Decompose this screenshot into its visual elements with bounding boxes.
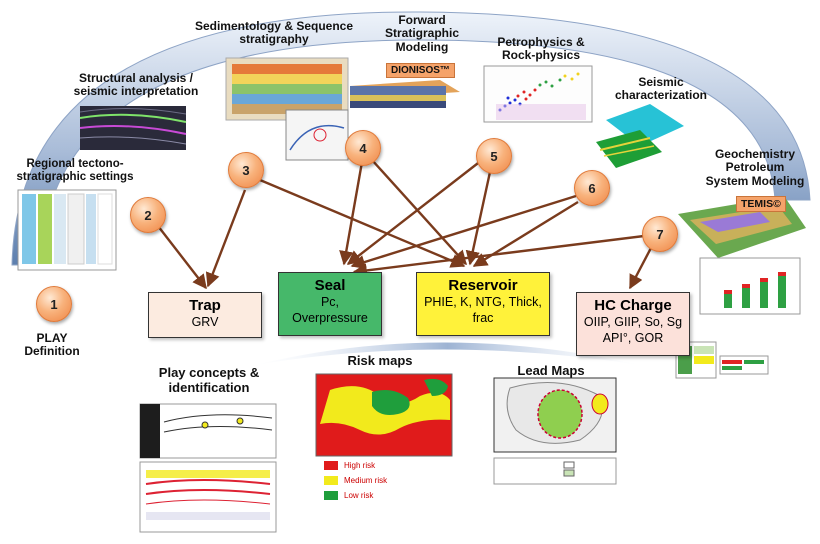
label-regional: Regional tectono-stratigraphic settings: [16, 158, 134, 183]
reservoir-title: Reservoir: [448, 277, 518, 294]
relation-arrows: [157, 159, 654, 290]
step-circle-6: 6: [574, 170, 610, 206]
trap-title: Trap: [189, 297, 221, 314]
label-play-concepts: Play concepts &identification: [158, 365, 260, 395]
step-circle-3: 3: [228, 152, 264, 188]
hc-charge-sub-2: API°, GOR: [602, 331, 664, 346]
temis-tag: TEMIS©: [736, 196, 786, 212]
label-lead-maps: Lead Maps: [517, 363, 585, 378]
bottom-arc-band: [255, 342, 640, 365]
label-structural: Structural analysis /seismic interpretat…: [73, 71, 199, 99]
risk-legend-low: Low risk: [324, 491, 373, 500]
arrow-5-seal: [346, 159, 483, 265]
arrow-3-trap: [205, 189, 247, 288]
dionisos-tag: DIONISOS™: [386, 63, 455, 78]
label-petrophysics: Petrophysics &Rock-physics: [497, 35, 585, 63]
forward-model-image: [350, 80, 460, 108]
hc-charge-title: HC Charge: [594, 297, 672, 314]
risk-map-image: [315, 373, 453, 457]
seismic-characterization-image: [596, 104, 684, 168]
arrow-4-reservoir: [371, 159, 467, 266]
seal-sub-1: Pc,: [320, 295, 340, 309]
step-circle-4: 4: [345, 130, 381, 166]
sedimentology-image: [225, 57, 349, 161]
hc-volume-bar-chart: [699, 257, 801, 315]
reservoir-box: Reservoir PHIE, K, NTG, Thick, frac: [416, 272, 550, 336]
risk-legend-medium: Medium risk: [324, 476, 387, 485]
arrow-6-seal: [350, 194, 577, 270]
hc-charge-sub-1: OIIP, GIIP, So, Sg: [583, 315, 683, 329]
seal-sub-2: Overpressure: [292, 311, 368, 326]
top-arc-band: [11, 11, 811, 266]
step-circle-7: 7: [642, 216, 678, 252]
lead-map-image: [493, 377, 617, 485]
play-concepts-image: [139, 403, 277, 533]
step-circle-2: 2: [130, 197, 166, 233]
arrow-7-seal: [352, 234, 645, 278]
reservoir-sub-2: frac: [472, 311, 494, 326]
legend-swatch-high: [324, 461, 338, 470]
risk-legend-high: High risk: [324, 461, 375, 470]
trap-sub: GRV: [191, 315, 219, 329]
arrow-3-reservoir: [259, 178, 466, 268]
step-circle-1: 1: [36, 286, 72, 322]
label-risk-maps: Risk maps: [347, 353, 413, 368]
legend-swatch-low: [324, 491, 338, 500]
reservoir-sub-1: PHIE, K, NTG, Thick,: [424, 295, 542, 309]
arrow-2-trap: [157, 225, 207, 290]
petrophysics-crossplot: [483, 65, 593, 123]
arrow-4-seal: [339, 161, 364, 266]
arrow-5-reservoir: [465, 171, 492, 266]
seismic-image: [79, 106, 187, 150]
regional-stratigraphy-chart: [17, 189, 117, 271]
seal-title: Seal: [314, 277, 346, 294]
trap-box: Trap GRV: [148, 292, 262, 338]
seal-box: Seal Pc, Overpressure: [278, 272, 382, 336]
arrow-7-hc: [628, 245, 654, 290]
hc-charge-box: HC Charge OIIP, GIIP, So, Sg API°, GOR: [576, 292, 690, 356]
legend-swatch-medium: [324, 476, 338, 485]
step-circle-5: 5: [476, 138, 512, 174]
